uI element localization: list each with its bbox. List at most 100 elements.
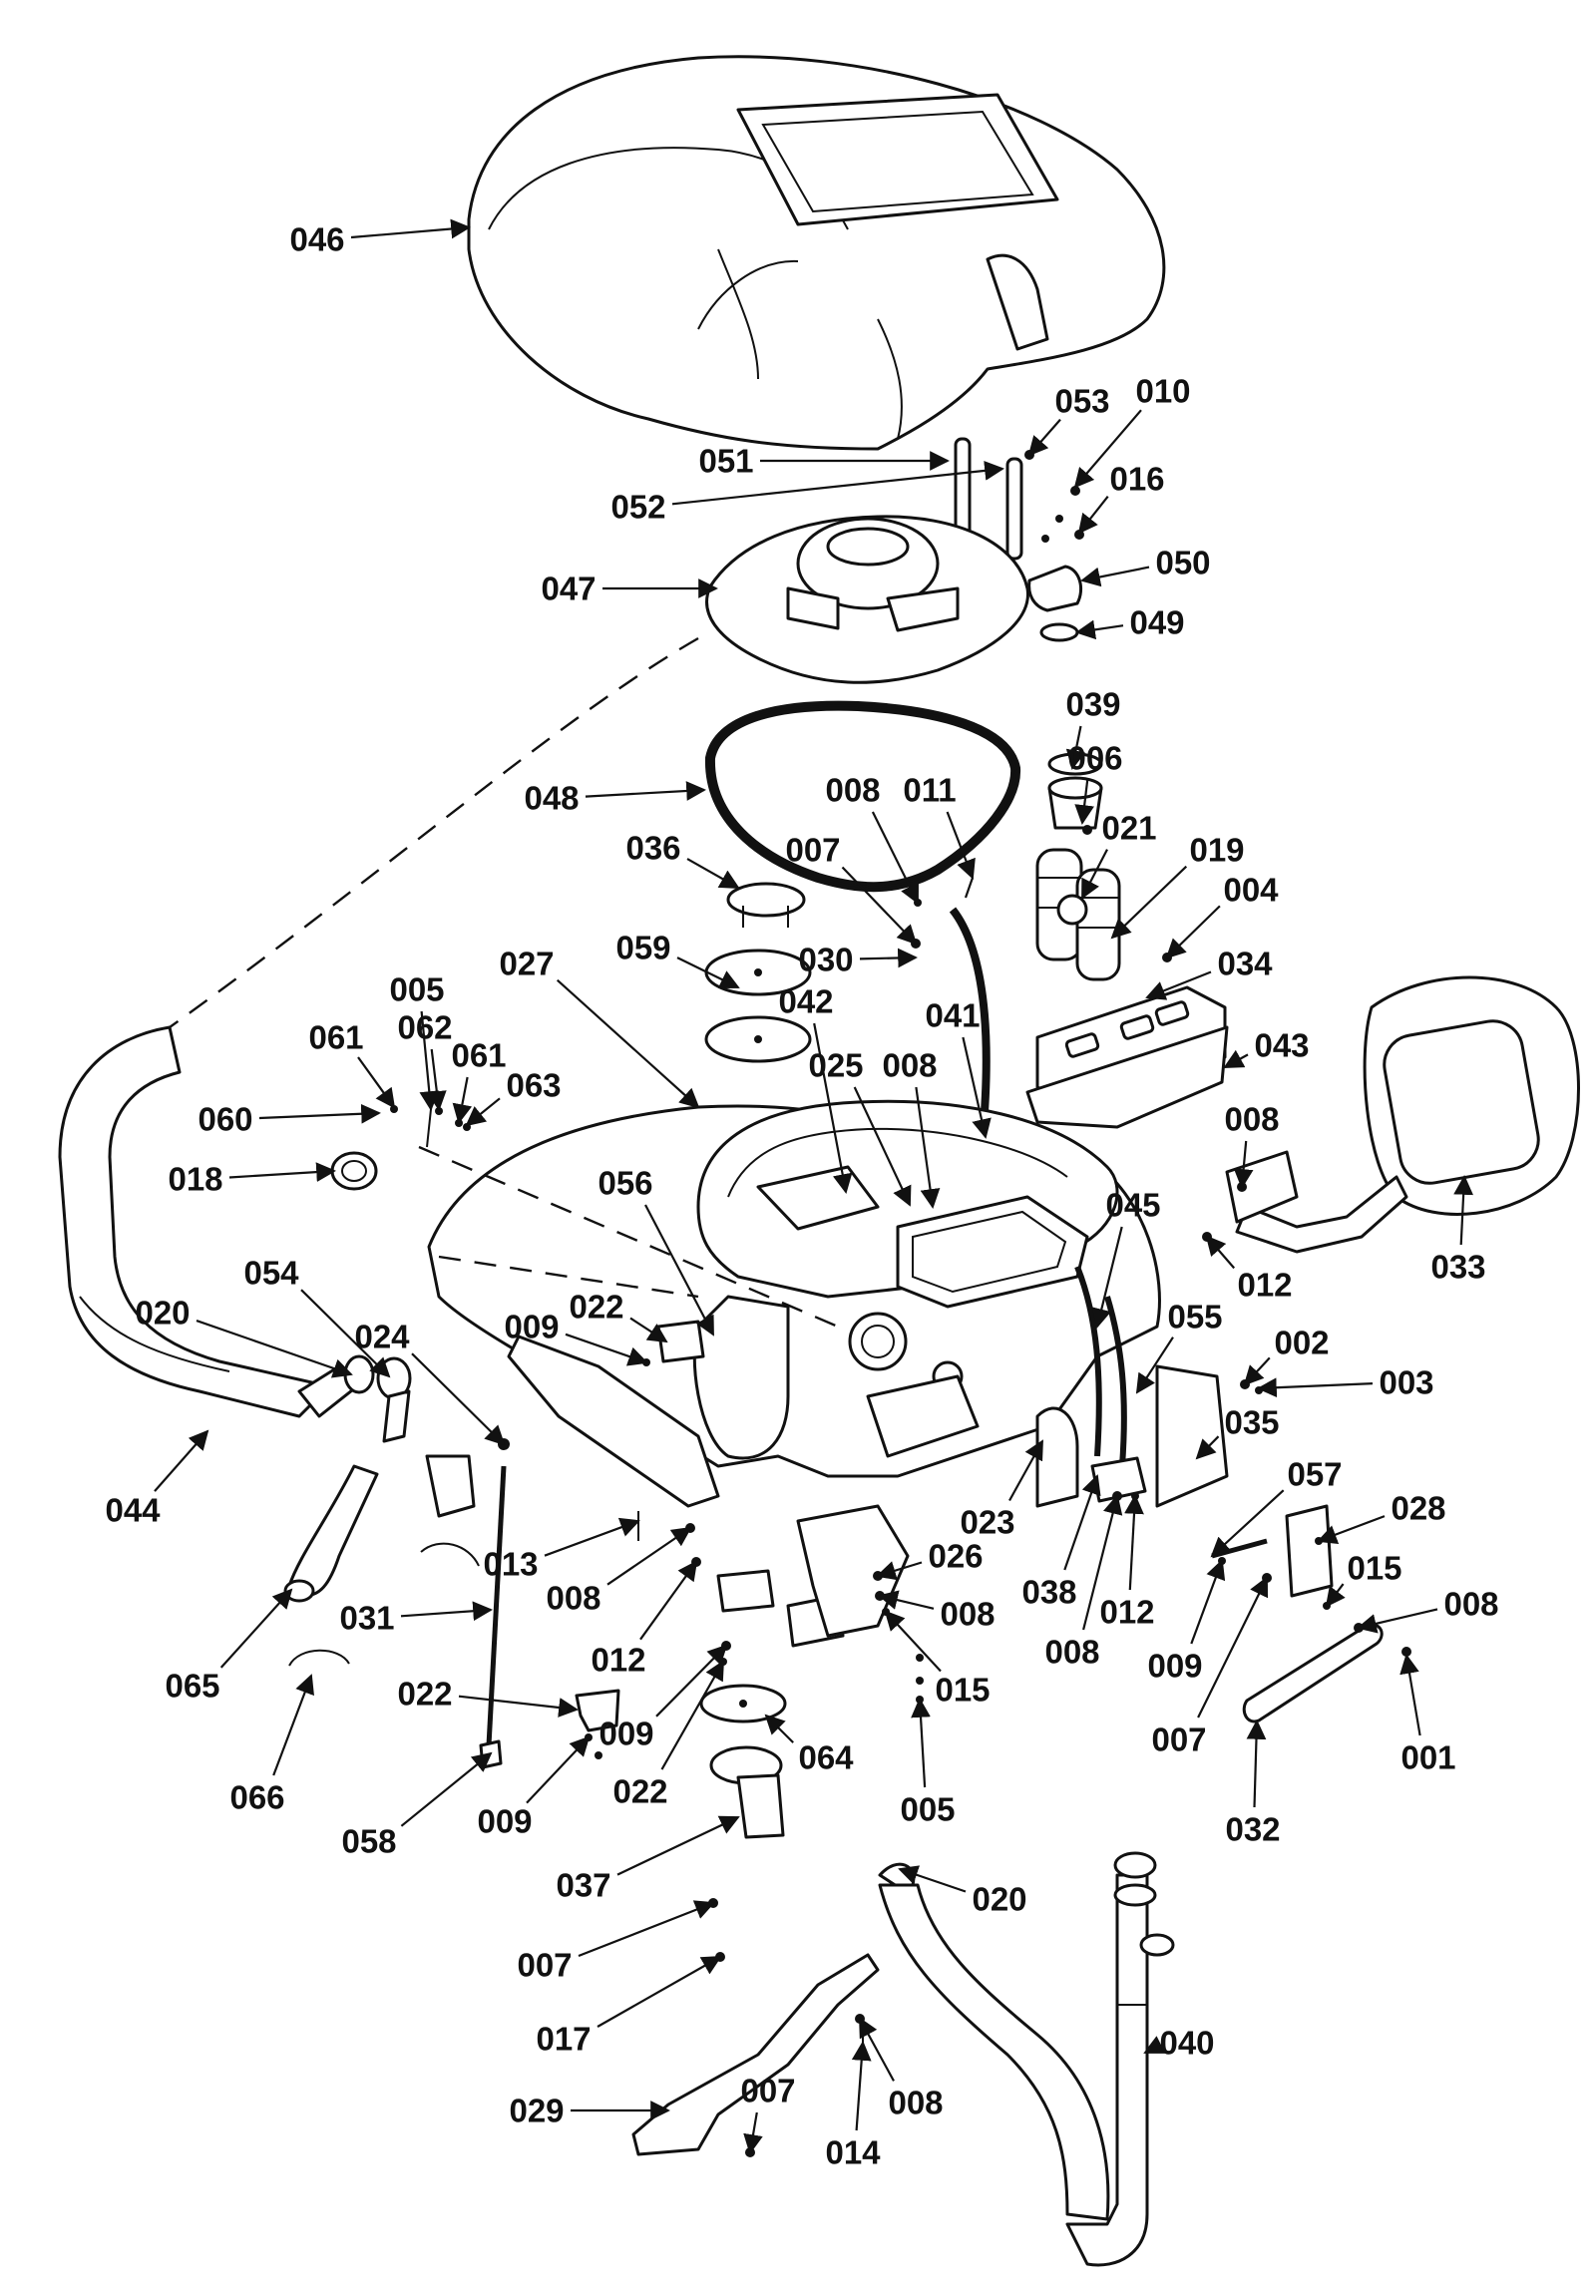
callout-label-c064: 064 bbox=[798, 1739, 854, 1776]
callout-leader-c006 bbox=[1074, 779, 1094, 825]
callout-label-c024: 024 bbox=[354, 1319, 410, 1355]
callout-label-c007a: 007 bbox=[785, 832, 840, 869]
callout-leader-c014 bbox=[851, 2041, 872, 2131]
callout-leader-c050 bbox=[1080, 566, 1150, 587]
callout-leader-c060 bbox=[258, 1103, 381, 1124]
callout-label-c053: 053 bbox=[1054, 383, 1109, 420]
callout-leader-c025 bbox=[853, 1086, 912, 1207]
callout-leader-c040 bbox=[1143, 2036, 1166, 2054]
callout-leader-c011 bbox=[946, 811, 976, 880]
callout-leader-c013 bbox=[544, 1517, 640, 1557]
callout-leader-c056 bbox=[644, 1204, 714, 1337]
callout-label-c006: 006 bbox=[1067, 740, 1122, 777]
callout-label-c008e: 008 bbox=[940, 1596, 995, 1633]
callout-leader-c008a bbox=[871, 811, 919, 905]
callout-leader-c027 bbox=[556, 978, 700, 1109]
callout-leader-c008f bbox=[1357, 1608, 1438, 1634]
callout-leader-c018 bbox=[228, 1162, 336, 1182]
callout-leader-c036 bbox=[686, 858, 740, 889]
callout-leader-c009a bbox=[565, 1333, 648, 1366]
callout-leader-c008e bbox=[878, 1590, 935, 1610]
callout-leader-c035 bbox=[1195, 1435, 1220, 1460]
callout-label-c037: 037 bbox=[556, 1867, 610, 1904]
part-046-hood bbox=[467, 55, 1166, 451]
callout-leader-c023 bbox=[1008, 1439, 1043, 1502]
callout-label-c062: 062 bbox=[397, 1009, 452, 1046]
callout-label-c007b: 007 bbox=[1151, 1722, 1206, 1758]
callout-leader-c063 bbox=[465, 1097, 501, 1127]
part-027-tank-body bbox=[427, 1099, 1161, 1508]
callout-leader-c057 bbox=[1210, 1489, 1285, 1558]
callout-label-c040: 040 bbox=[1159, 2025, 1214, 2062]
callout-label-c012a: 012 bbox=[1237, 1267, 1292, 1304]
callout-leader-c042 bbox=[813, 1022, 853, 1194]
callout-label-c052: 052 bbox=[610, 489, 665, 526]
callout-label-c003: 003 bbox=[1379, 1364, 1433, 1401]
callout-label-c058: 058 bbox=[341, 1823, 396, 1860]
callout-label-c054: 054 bbox=[243, 1255, 299, 1292]
callout-leader-c012c bbox=[639, 1560, 698, 1641]
part-018-cap bbox=[330, 1105, 471, 1191]
callout-label-c005a: 005 bbox=[389, 971, 444, 1008]
callout-label-c018: 018 bbox=[168, 1161, 222, 1198]
callout-label-c020a: 020 bbox=[135, 1295, 190, 1332]
callout-leaders bbox=[154, 218, 1474, 2154]
callout-label-c050: 050 bbox=[1155, 545, 1210, 581]
callout-leader-c015a bbox=[1325, 1583, 1346, 1608]
callout-leader-c002 bbox=[1243, 1356, 1271, 1386]
callout-leader-c021 bbox=[1081, 849, 1108, 900]
callout-leader-c015b bbox=[884, 1610, 942, 1673]
part-030-hose bbox=[911, 877, 991, 1138]
callout-label-c044: 044 bbox=[105, 1492, 161, 1529]
callout-label-c005b: 005 bbox=[900, 1791, 955, 1828]
callout-leader-c031 bbox=[400, 1601, 493, 1622]
callout-leader-c030 bbox=[859, 948, 918, 968]
callout-label-c041: 041 bbox=[925, 997, 980, 1034]
callout-label-c032: 032 bbox=[1225, 1811, 1280, 1848]
callout-label-c036: 036 bbox=[625, 830, 680, 867]
callout-leader-c065 bbox=[219, 1588, 293, 1669]
callout-leader-c064 bbox=[764, 1714, 794, 1743]
callout-leader-c024 bbox=[411, 1352, 506, 1446]
callout-leader-c016 bbox=[1077, 496, 1109, 535]
callout-label-c009c: 009 bbox=[598, 1716, 653, 1752]
callout-label-c066: 066 bbox=[229, 1779, 284, 1816]
callout-leader-c020a bbox=[196, 1320, 353, 1378]
callout-label-c012c: 012 bbox=[591, 1642, 645, 1679]
callout-label-c056: 056 bbox=[598, 1165, 652, 1202]
callout-label-c061a: 061 bbox=[308, 1019, 363, 1056]
callout-leader-c004 bbox=[1165, 905, 1221, 959]
callout-leader-c038 bbox=[1063, 1474, 1101, 1571]
callout-leader-c017 bbox=[597, 1956, 722, 2028]
callout-leader-c020b bbox=[898, 1865, 967, 1893]
callout-leader-c049 bbox=[1075, 619, 1124, 640]
callout-leader-c052 bbox=[671, 461, 1004, 506]
callout-label-c001: 001 bbox=[1400, 1739, 1455, 1776]
callout-label-c028: 028 bbox=[1391, 1490, 1445, 1527]
callout-leader-c062 bbox=[427, 1048, 447, 1111]
part-054-coupling bbox=[283, 1356, 480, 1667]
callout-label-c008b: 008 bbox=[882, 1047, 937, 1084]
callout-leader-c037 bbox=[616, 1815, 740, 1876]
callout-label-c034: 034 bbox=[1217, 946, 1273, 982]
callout-label-c025: 025 bbox=[808, 1047, 863, 1084]
callout-leader-c066 bbox=[272, 1674, 314, 1776]
callout-label-c023: 023 bbox=[960, 1504, 1014, 1541]
callout-leader-c007c bbox=[578, 1900, 715, 1958]
callout-leader-c039 bbox=[1065, 725, 1086, 770]
callout-label-c065: 065 bbox=[165, 1668, 219, 1705]
callout-leader-c054 bbox=[300, 1289, 391, 1378]
callout-label-c015a: 015 bbox=[1347, 1550, 1401, 1587]
callout-label-c035: 035 bbox=[1224, 1404, 1279, 1441]
callout-label-c008d: 008 bbox=[546, 1580, 600, 1617]
callout-label-c009b: 009 bbox=[1147, 1648, 1202, 1685]
part-032-bar bbox=[1242, 1623, 1411, 1723]
callout-label-c008f: 008 bbox=[1443, 1586, 1498, 1623]
part-034-control-panel bbox=[1025, 985, 1229, 1129]
callout-label-c015b: 015 bbox=[935, 1672, 990, 1709]
callout-leader-c022b bbox=[458, 1695, 579, 1718]
part-031-rod bbox=[479, 1438, 510, 1769]
callout-leader-c041 bbox=[962, 1036, 992, 1139]
part-064-disc bbox=[699, 1654, 924, 1839]
callout-leader-c007b bbox=[1197, 1576, 1269, 1719]
